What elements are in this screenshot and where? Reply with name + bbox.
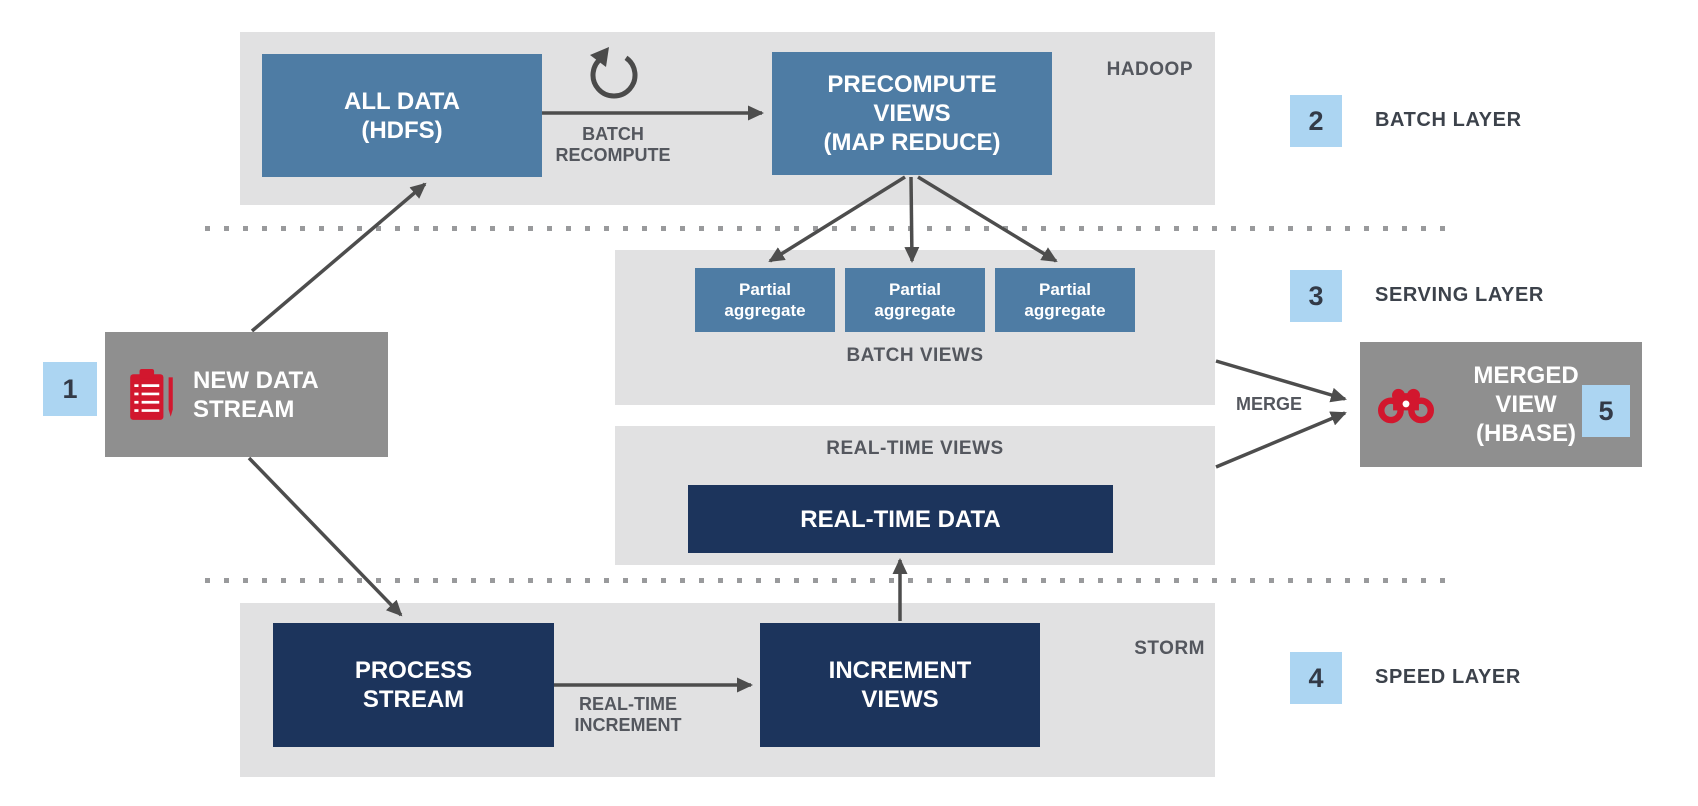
serving-layer-label: SERVING LAYER [1375,284,1544,306]
partial-aggregate-box-1: Partial aggregate [695,268,835,332]
step-badge-1: 1 [43,362,97,416]
step-badge-4: 4 [1290,652,1342,704]
hadoop-panel-tag: HADOOP [1106,59,1193,80]
merged-view-line1: MERGED [1473,362,1579,389]
step-badge-5: 5 [1582,385,1630,437]
realtime-increment-line1: REAL-TIME [579,694,677,714]
layer-separator-bottom [205,578,1451,583]
step-badge-2: 2 [1290,95,1342,147]
new-data-stream-box: NEW DATA STREAM [105,332,388,457]
partial2-line2: aggregate [874,301,956,320]
increment-views-box: INCREMENT VIEWS [760,623,1040,747]
realtime-data-box: REAL-TIME DATA [688,485,1113,553]
arrow-newdata-to-process [247,456,403,617]
batch-views-caption: BATCH VIEWS [846,345,984,366]
precompute-line3: (MAP REDUCE) [823,129,1001,156]
all-data-box: ALL DATA (HDFS) [262,54,542,177]
step-badge-3: 3 [1290,270,1342,322]
process-stream-box: PROCESS STREAM [273,623,554,747]
all-data-line1: ALL DATA [344,87,460,115]
partial1-line1: Partial [739,280,791,299]
realtime-data-label: REAL-TIME DATA [800,505,1001,533]
realtime-increment-line2: INCREMENT [574,715,682,735]
all-data-line2: (HDFS) [361,116,443,144]
batch-recompute-label: BATCH RECOMPUTE [528,124,698,166]
partial3-line2: aggregate [1024,301,1106,320]
merged-view-line2: VIEW [1495,391,1557,418]
partial-aggregate-box-2: Partial aggregate [845,268,985,332]
storm-panel-tag: STORM [1134,638,1205,659]
precompute-views-box: PRECOMPUTE VIEWS (MAP REDUCE) [772,52,1052,175]
merge-label: MERGE [1235,394,1302,414]
increment-views-line2: VIEWS [861,686,939,713]
precompute-line1: PRECOMPUTE [827,71,997,98]
precompute-line2: VIEWS [873,100,951,127]
speed-layer-label: SPEED LAYER [1375,666,1521,688]
batch-layer-label: BATCH LAYER [1375,109,1522,131]
partial3-line1: Partial [1039,280,1091,299]
new-data-stream-line2: STREAM [193,395,295,423]
batch-recompute-line1: BATCH [582,124,644,144]
refresh-icon [590,47,638,99]
batch-recompute-line2: RECOMPUTE [555,145,671,165]
new-data-stream-line1: NEW DATA [193,366,319,394]
merged-view-line3: (HBASE) [1476,420,1576,447]
layer-separator-top [205,226,1451,231]
increment-views-line1: INCREMENT [828,657,972,684]
process-stream-line1: PROCESS [354,657,473,684]
arrow-newdata-to-alldata [250,182,427,333]
realtime-increment-label: REAL-TIME INCREMENT [543,694,713,736]
arrow-realtimeviews-to-merged [1215,411,1347,469]
process-stream-line2: STREAM [362,686,465,713]
binoculars-icon [1378,386,1434,424]
realtime-views-caption: REAL-TIME VIEWS [826,438,1004,459]
clipboard-icon [127,368,177,422]
partial2-line1: Partial [889,280,941,299]
partial-aggregate-box-3: Partial aggregate [995,268,1135,332]
partial1-line2: aggregate [724,301,806,320]
